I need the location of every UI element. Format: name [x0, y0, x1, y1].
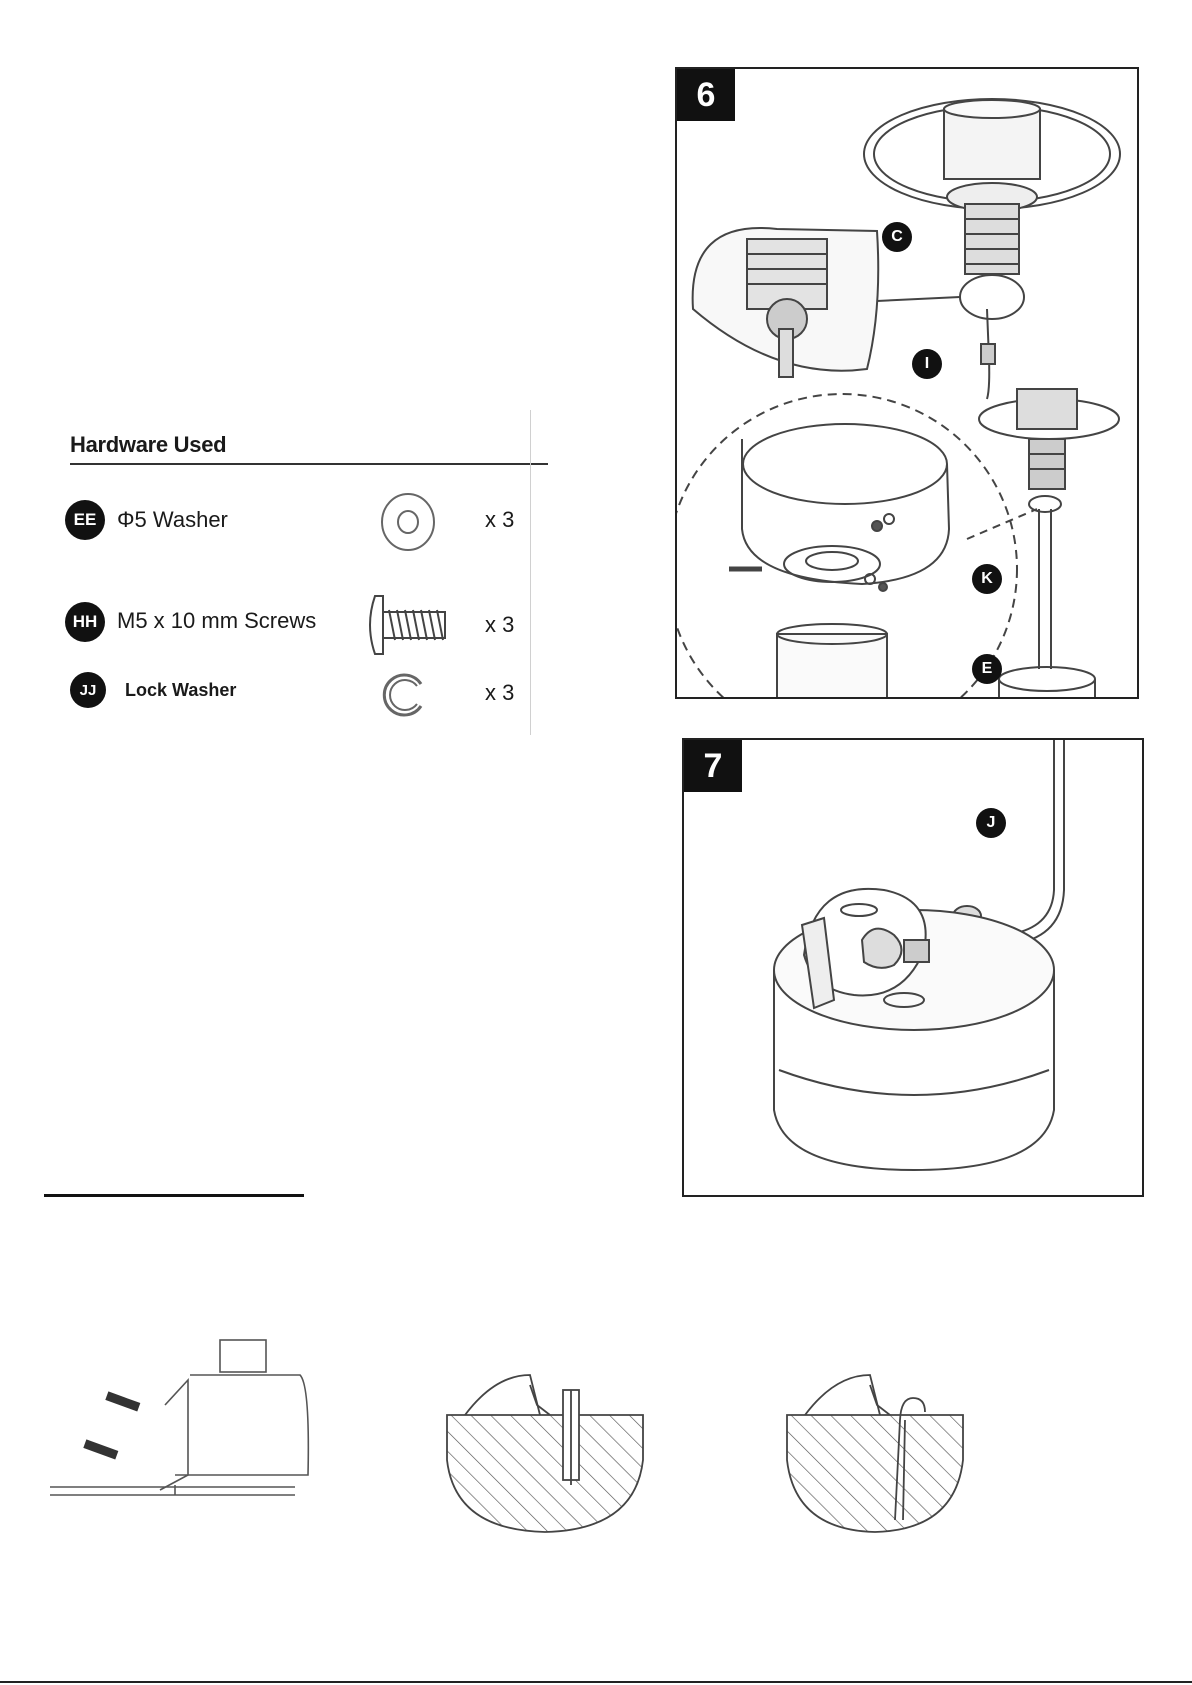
lock-washer-icon [375, 666, 435, 722]
part-name-lock-washer: Lock Washer [125, 680, 236, 701]
part-name-screws: M5 x 10 mm Screws [117, 608, 316, 634]
ground-stake-illustration [785, 1370, 985, 1535]
section-underline [44, 1194, 304, 1197]
hardware-row-lock-washer: JJ Lock Washer x 3 [65, 662, 525, 722]
part-label-c: C [882, 222, 912, 252]
part-label-i: I [912, 349, 942, 379]
part-qty-washer: x 3 [485, 507, 514, 533]
part-qty-lock-washer: x 3 [485, 680, 514, 706]
screw-icon [363, 590, 463, 660]
hardware-panel: Hardware Used EE Φ5 Washer x 3 HH M5 x 1… [40, 410, 530, 735]
part-label-e: E [972, 654, 1002, 684]
hardware-title-rule [70, 463, 548, 465]
part-name-washer: Φ5 Washer [117, 507, 228, 533]
part-badge-ee: EE [65, 500, 105, 540]
part-badge-hh: HH [65, 602, 105, 642]
base-side-view-illustration [50, 1335, 310, 1520]
step-7-frame: 7 J [682, 738, 1144, 1197]
hardware-row-screws: HH M5 x 10 mm Screws x 3 [65, 590, 525, 650]
part-label-j: J [976, 808, 1006, 838]
hardware-divider [530, 410, 531, 735]
hardware-title: Hardware Used [70, 432, 226, 458]
washer-icon [375, 492, 445, 552]
step-7-illustration [684, 740, 1142, 1195]
footer-rule [0, 1681, 1192, 1683]
part-badge-jj: JJ [70, 672, 106, 708]
hardware-row-washer: EE Φ5 Washer x 3 [65, 492, 525, 552]
step-6-frame: 6 [675, 67, 1139, 699]
step-6-illustration [677, 69, 1137, 697]
part-qty-screws: x 3 [485, 612, 514, 638]
concrete-anchor-illustration [445, 1370, 645, 1535]
part-label-k: K [972, 564, 1002, 594]
